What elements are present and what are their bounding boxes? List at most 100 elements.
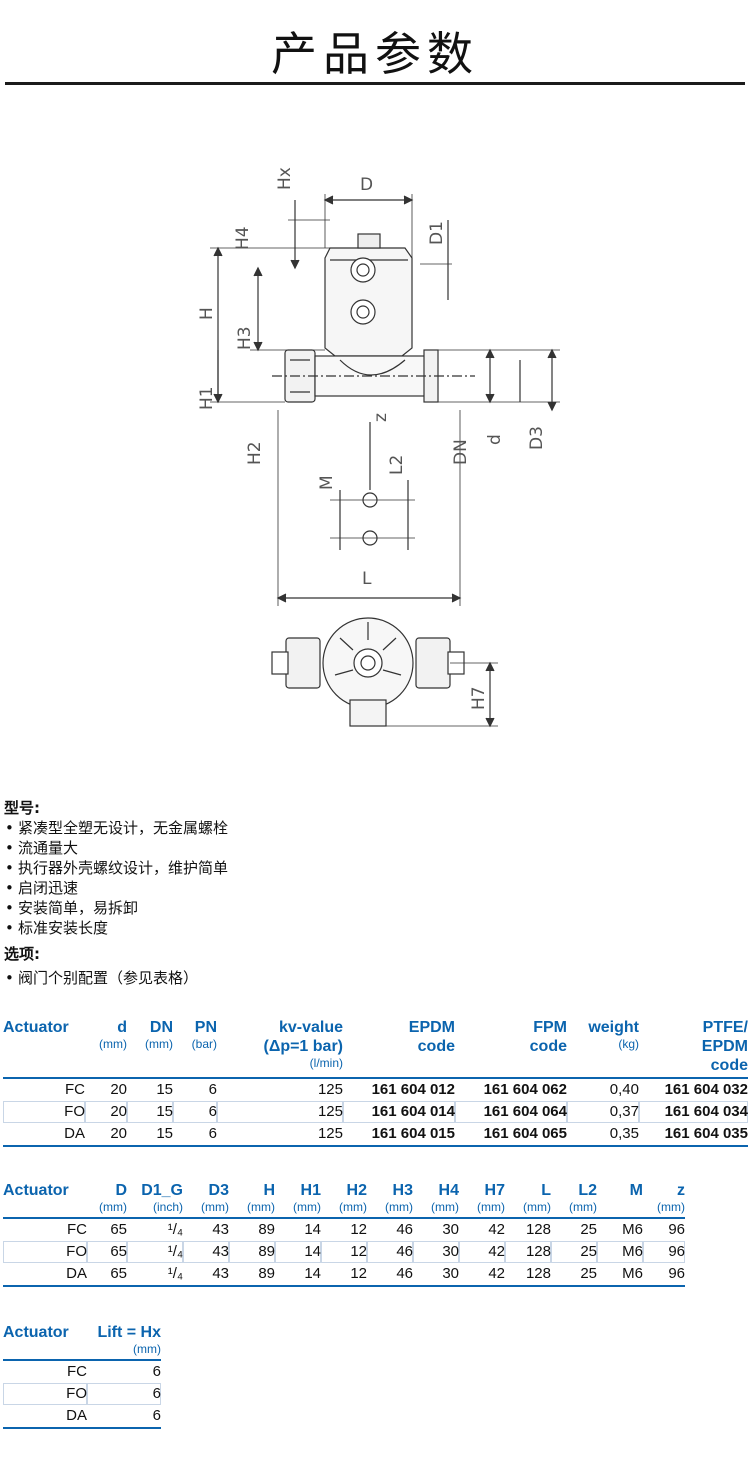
table-cell: FC bbox=[67, 1363, 87, 1380]
table-row: DA 6 bbox=[3, 1405, 161, 1428]
col-header: M bbox=[629, 1182, 643, 1199]
option-item: •阀门个别配置（参见表格） bbox=[5, 969, 199, 987]
table-cell: 128 bbox=[525, 1221, 551, 1238]
table-cell: 65 bbox=[110, 1265, 127, 1282]
table-cell: 42 bbox=[488, 1221, 505, 1238]
table-cell: 161 604 035 bbox=[664, 1125, 748, 1142]
dim-label-small-d: d bbox=[485, 434, 505, 445]
table-cell: 6 bbox=[208, 1081, 217, 1098]
table-cell: 96 bbox=[668, 1221, 685, 1238]
table-cell: 96 bbox=[643, 1241, 685, 1263]
table-cell: 46 bbox=[367, 1241, 413, 1263]
spec-table-dimensions: Actuator D(mm) D1_G(inch) D3(mm) H(mm) H… bbox=[3, 1181, 685, 1287]
table-row: DA 20 15 6 125 161 604 015 161 604 065 0… bbox=[3, 1123, 748, 1146]
table-cell: 43 bbox=[212, 1221, 229, 1238]
table-row: FC 6 bbox=[3, 1360, 161, 1383]
table-cell: 161 604 065 bbox=[483, 1125, 567, 1142]
table-row: FO 20 15 6 125 161 604 014 161 604 064 0… bbox=[3, 1101, 748, 1123]
table-cell: ¹/₄ bbox=[167, 1221, 183, 1238]
table-header-row: Actuator d(mm) DN(mm) PN(bar) kv-value (… bbox=[3, 1018, 748, 1078]
table-cell: FO bbox=[3, 1101, 85, 1123]
feature-item: •启闭迅速 bbox=[5, 879, 79, 897]
table-cell: 89 bbox=[258, 1221, 275, 1238]
table-header-row: Actuator Lift = Hx(mm) bbox=[3, 1323, 161, 1360]
col-header: H4(mm) bbox=[431, 1182, 459, 1214]
table-cell: 6 bbox=[152, 1407, 161, 1424]
table-cell: 125 bbox=[317, 1125, 343, 1142]
table-cell: 89 bbox=[229, 1241, 275, 1263]
col-header: D1_G(inch) bbox=[141, 1182, 183, 1214]
table-cell: 0,35 bbox=[609, 1125, 639, 1142]
dim-label-h3: H3 bbox=[235, 326, 255, 350]
bullet-icon: • bbox=[5, 839, 14, 857]
title-divider bbox=[5, 82, 745, 85]
table-cell: 161 604 064 bbox=[455, 1101, 567, 1123]
col-header: H7(mm) bbox=[477, 1182, 505, 1214]
table-cell: DA bbox=[66, 1265, 87, 1282]
dim-label-m: M bbox=[317, 475, 337, 490]
table-cell: 20 bbox=[110, 1081, 127, 1098]
table-cell: 6 bbox=[152, 1363, 161, 1380]
table-cell: 96 bbox=[668, 1265, 685, 1282]
table-cell: FO bbox=[3, 1241, 87, 1263]
col-header: FPM code bbox=[529, 1019, 567, 1055]
features-section: 型号: •紧凑型全塑无设计，无金属螺栓 •流通量大 •执行器外壳螺纹设计，维护简… bbox=[4, 798, 228, 988]
dim-label-d: D bbox=[360, 175, 373, 195]
spec-table-lift: Actuator Lift = Hx(mm) FC 6 FO 6 DA 6 bbox=[3, 1323, 161, 1429]
dim-label-h7: H7 bbox=[469, 686, 489, 710]
table-cell: 42 bbox=[459, 1241, 505, 1263]
table-cell: ¹/₄ bbox=[127, 1241, 183, 1263]
table-cell: 125 bbox=[217, 1101, 343, 1123]
bullet-icon: • bbox=[5, 859, 14, 877]
table-row: FO 6 bbox=[3, 1383, 161, 1405]
table-cell: 25 bbox=[580, 1221, 597, 1238]
table-cell: 43 bbox=[183, 1241, 229, 1263]
table-cell: 20 bbox=[85, 1101, 127, 1123]
bullet-icon: • bbox=[5, 819, 14, 837]
col-header: d(mm) bbox=[99, 1019, 127, 1051]
features-heading: 型号: bbox=[4, 799, 40, 817]
table-row: DA 65 ¹/₄ 43 89 14 12 46 30 42 128 25 M6… bbox=[3, 1263, 685, 1286]
table-row: FC 65 ¹/₄ 43 89 14 12 46 30 42 128 25 M6… bbox=[3, 1218, 685, 1241]
table-cell: 0,40 bbox=[609, 1081, 639, 1098]
col-header: EPDM code bbox=[408, 1019, 455, 1055]
table-cell: 65 bbox=[110, 1221, 127, 1238]
bullet-icon: • bbox=[5, 879, 14, 897]
table-cell: 14 bbox=[304, 1265, 321, 1282]
table-cell: 30 bbox=[442, 1221, 459, 1238]
table-cell: ¹/₄ bbox=[167, 1265, 183, 1282]
table-row: FC 20 15 6 125 161 604 012 161 604 062 0… bbox=[3, 1078, 748, 1101]
table-cell: 20 bbox=[110, 1125, 127, 1142]
table-cell: FC bbox=[67, 1221, 87, 1238]
options-heading: 选项: bbox=[4, 945, 40, 963]
feature-item: •执行器外壳螺纹设计，维护简单 bbox=[5, 859, 229, 877]
dim-label-d3: D3 bbox=[527, 426, 547, 450]
table-cell: 30 bbox=[442, 1265, 459, 1282]
feature-item: •安装简单，易拆卸 bbox=[5, 899, 139, 917]
bullet-icon: • bbox=[5, 899, 14, 917]
table-cell: 12 bbox=[321, 1241, 367, 1263]
col-header: z(mm) bbox=[657, 1182, 685, 1214]
table-cell: 6 bbox=[208, 1125, 217, 1142]
col-header: Actuator bbox=[3, 1019, 69, 1036]
table-cell: DA bbox=[66, 1407, 87, 1424]
dim-label-l: L bbox=[362, 569, 372, 589]
table-cell: 14 bbox=[304, 1221, 321, 1238]
dim-label-dn: DN bbox=[451, 439, 471, 465]
table-cell: 161 604 014 bbox=[343, 1101, 455, 1123]
dim-label-h4: H4 bbox=[233, 226, 253, 250]
col-header: Actuator bbox=[3, 1182, 69, 1199]
table-cell: 25 bbox=[551, 1241, 597, 1263]
table-header-row: Actuator D(mm) D1_G(inch) D3(mm) H(mm) H… bbox=[3, 1181, 685, 1218]
dim-label-l2: L2 bbox=[387, 455, 407, 475]
col-header: H(mm) bbox=[247, 1182, 275, 1214]
col-header: DN(mm) bbox=[145, 1019, 173, 1051]
feature-item: •流通量大 bbox=[5, 839, 79, 857]
table-cell: 6 bbox=[87, 1383, 161, 1405]
col-header: D(mm) bbox=[99, 1182, 127, 1214]
table-cell: 42 bbox=[488, 1265, 505, 1282]
dim-label-h1: H1 bbox=[197, 386, 217, 410]
table-cell: 43 bbox=[212, 1265, 229, 1282]
table-cell: 128 bbox=[505, 1241, 551, 1263]
feature-item: •标准安装长度 bbox=[5, 919, 109, 937]
